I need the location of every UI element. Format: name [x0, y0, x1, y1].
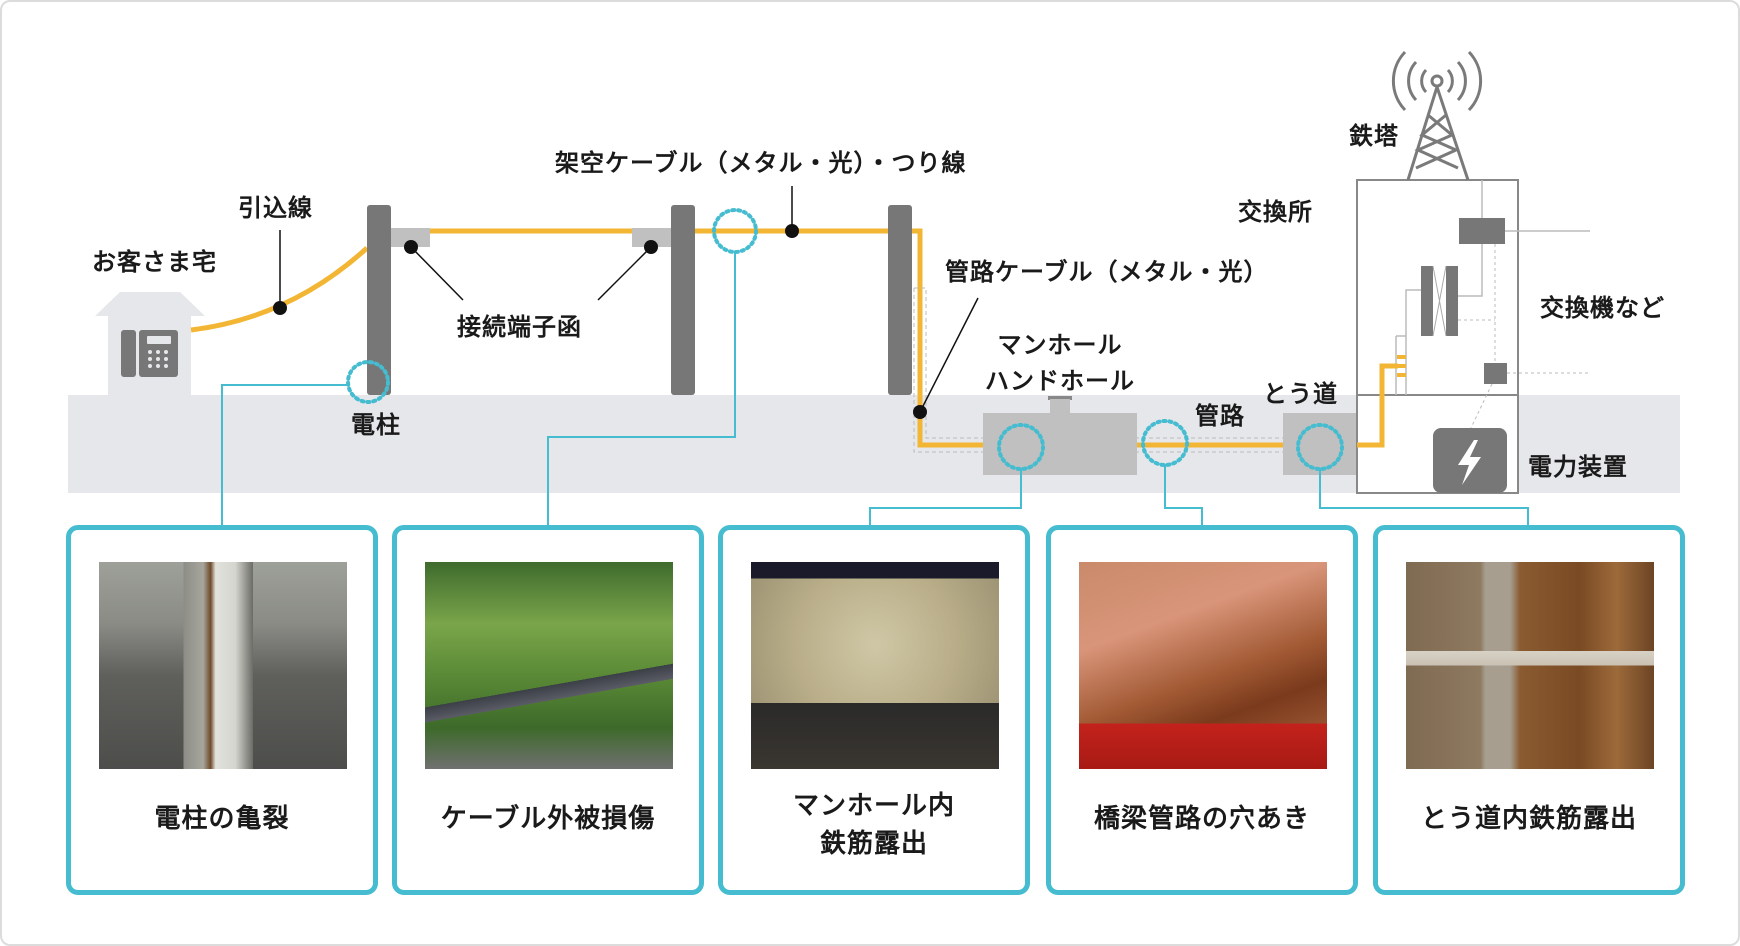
label-tunnel: とう道: [1263, 380, 1338, 408]
label-conduit: 管路: [1195, 402, 1245, 430]
label-aerial-cable: 架空ケーブル（メタル・光）・つり線: [555, 149, 967, 177]
card-label: マンホール内 鉄筋露出: [723, 787, 1025, 863]
photo-cable-damage: [425, 562, 673, 769]
label-manhole-line1: マンホール: [997, 331, 1123, 359]
label-power-equipment: 電力装置: [1528, 453, 1628, 481]
utility-pole-2: [671, 205, 695, 395]
photo-tunnel-rebar: [1406, 562, 1654, 769]
card-tunnel-rebar: とう道内鉄筋露出: [1373, 525, 1685, 895]
label-conduit-cable: 管路ケーブル（メタル・光）: [945, 258, 1269, 286]
label-manhole-line2: ハンドホール: [985, 367, 1135, 395]
telephone-icon: [121, 330, 178, 377]
photo-pole-crack: [99, 562, 347, 769]
terminal-box-1: [391, 228, 430, 247]
label-manhole: マンホール ハンドホール: [975, 327, 1145, 399]
switch-unit: [1421, 265, 1458, 337]
card-label-line2: 鉄筋露出: [819, 829, 928, 859]
lightning-bolt-icon: [1458, 440, 1481, 485]
terminal-box-2: [632, 228, 671, 247]
power-equipment: [1433, 428, 1507, 493]
card-manhole-rebar: マンホール内 鉄筋露出: [718, 525, 1030, 895]
drop-wire-marker: [273, 301, 287, 315]
card-label-line1: マンホール内: [792, 791, 955, 821]
card-label: 電柱の亀裂: [154, 804, 290, 834]
exchange-building: [1356, 179, 1590, 494]
card-cable-damage: ケーブル外被損傷: [392, 525, 704, 895]
photo-bridge-conduit: [1079, 562, 1327, 769]
card-label: 橋梁管路の穴あき: [1093, 804, 1310, 834]
radio-tower-icon: [1391, 50, 1483, 181]
card-label: ケーブル外被損傷: [440, 804, 656, 834]
utility-pole-3: [888, 205, 912, 395]
label-drop-wire: 引込線: [238, 194, 313, 222]
photo-manhole-rebar: [751, 562, 999, 769]
label-exchange-office: 交換所: [1238, 198, 1313, 226]
customer-house: [95, 292, 205, 395]
small-unit: [1484, 363, 1507, 384]
label-customer-home: お客さま宅: [92, 248, 217, 276]
label-switching-equipment: 交換機など: [1540, 294, 1665, 322]
label-steel-tower: 鉄塔: [1349, 122, 1399, 150]
transmission-unit: [1459, 218, 1505, 244]
tunnel-box: [1283, 413, 1357, 475]
card-label: とう道内鉄筋露出: [1420, 804, 1637, 834]
label-utility-pole: 電柱: [351, 411, 401, 439]
card-pole-crack: 電柱の亀裂: [66, 525, 378, 895]
card-bridge-conduit: 橋梁管路の穴あき: [1046, 525, 1358, 895]
drop-wire: [190, 246, 369, 333]
utility-pole-1: [367, 205, 391, 395]
highlight-pole: [346, 360, 390, 404]
label-terminal-box: 接続端子函: [457, 313, 582, 341]
